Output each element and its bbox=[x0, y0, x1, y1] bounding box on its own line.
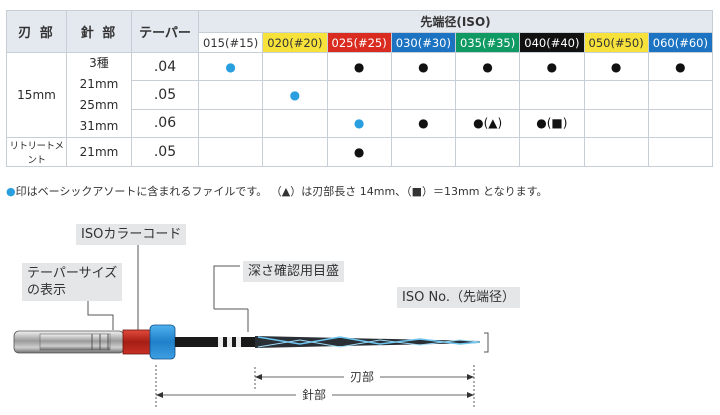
table-cell: ● bbox=[390, 108, 457, 139]
table-cell bbox=[197, 108, 264, 139]
needle-length-line: 21mm bbox=[79, 77, 119, 91]
blue-dot-icon: ● bbox=[6, 185, 16, 198]
table-cell bbox=[647, 108, 714, 139]
needle-length-line: 31mm bbox=[79, 119, 119, 133]
footnote: ●印はベーシックアソートに含まれるファイルです。 （▲）は刃部長さ 14mm、（… bbox=[6, 183, 548, 199]
callout-taper-size: テーパーサイズ の表示 bbox=[22, 263, 123, 301]
table-cell bbox=[390, 80, 457, 110]
black-dot-icon: ●(■) bbox=[536, 116, 568, 131]
black-dot-icon: ●(▲) bbox=[473, 116, 503, 131]
black-dot-icon: ● bbox=[418, 116, 429, 131]
iso-header-1: 020(#20) bbox=[262, 32, 328, 53]
callout-iso-color-code: ISOカラーコード bbox=[76, 224, 187, 245]
black-dot-icon: ● bbox=[482, 59, 493, 74]
leader-lines bbox=[87, 245, 489, 353]
table-cell bbox=[262, 108, 328, 139]
taper-cell: .04 bbox=[131, 51, 199, 82]
file-shaft bbox=[175, 336, 481, 348]
table-body: 15mm 3種 21mm 25mm 31mm .04 ● ● ● ● ● ● ● .05 ● .06 ● ● ●(▲… bbox=[6, 51, 714, 167]
table-cell: ● bbox=[519, 51, 585, 82]
needle-length-cell: 3種 21mm 25mm 31mm bbox=[66, 52, 132, 138]
table-cell: ● bbox=[326, 108, 392, 139]
header-taper: テーパー bbox=[131, 10, 199, 53]
taper-cell: .06 bbox=[131, 108, 199, 139]
header-needle: 針 部 bbox=[66, 10, 132, 53]
table-cell: ● bbox=[647, 51, 714, 82]
iso-header-5: 040(#40) bbox=[519, 32, 585, 53]
callout-iso-no: ISO No.（先端径） bbox=[397, 287, 521, 308]
table-cell: ● bbox=[583, 51, 649, 82]
file-handle bbox=[13, 324, 176, 360]
table-cell bbox=[583, 137, 649, 167]
taper-cell: .05 bbox=[131, 80, 199, 110]
iso-header-3: 030(#30) bbox=[390, 32, 457, 53]
black-dot-icon: ● bbox=[353, 145, 365, 159]
table-row: 15mm 3種 21mm 25mm 31mm .04 ● ● ● ● ● ● ● bbox=[6, 51, 714, 138]
black-dot-icon: ● bbox=[353, 59, 365, 74]
table-cell: ● bbox=[326, 51, 392, 82]
table-cell bbox=[583, 108, 649, 139]
table-cell: ● bbox=[390, 51, 457, 82]
table-cell bbox=[197, 80, 264, 110]
blue-dot-icon: ● bbox=[353, 116, 365, 131]
black-dot-icon: ● bbox=[546, 59, 558, 74]
iso-header-row: 015(#15)020(#20)025(#25)030(#30)035(#35)… bbox=[7, 32, 714, 53]
table-cell bbox=[390, 137, 457, 167]
blade-length-cell: 15mm bbox=[6, 52, 67, 138]
header-blade: 刃 部 bbox=[6, 10, 67, 53]
table-row: .05 ● bbox=[7, 80, 714, 110]
header-tip-diameter: 先端径(ISO) bbox=[198, 10, 713, 33]
table-cell: ● bbox=[454, 51, 521, 82]
iso-header-0: 015(#15) bbox=[197, 32, 264, 53]
label-needle: 針部 bbox=[302, 387, 326, 402]
iso-header-4: 035(#35) bbox=[454, 32, 521, 53]
table-cell bbox=[647, 80, 714, 110]
retreat-needle-cell: 21mm bbox=[66, 137, 132, 167]
retreat-blade-cell: リトリートメント bbox=[6, 137, 67, 167]
table-cell: ● bbox=[197, 51, 264, 82]
iso-header-2: 025(#25) bbox=[326, 32, 392, 53]
table-cell bbox=[262, 137, 328, 167]
table-cell bbox=[583, 80, 649, 110]
retreat-taper-cell: .05 bbox=[131, 137, 199, 167]
table-cell: ●(▲) bbox=[454, 108, 521, 139]
table-cell bbox=[647, 137, 714, 167]
table-cell bbox=[262, 51, 328, 82]
label-blade: 刃部 bbox=[350, 369, 374, 384]
black-dot-icon: ● bbox=[610, 59, 622, 74]
file-diagram: 刃部 針部 bbox=[13, 245, 489, 409]
footnote-text: 印はベーシックアソートに含まれるファイルです。 （▲）は刃部長さ 14mm、（■… bbox=[15, 185, 548, 198]
table-cell: ● bbox=[262, 80, 328, 110]
table-cell bbox=[519, 137, 585, 167]
blue-dot-icon: ● bbox=[289, 87, 301, 102]
iso-header-6: 050(#50) bbox=[583, 32, 649, 53]
table-cell: ●(■) bbox=[519, 108, 585, 139]
table-cell bbox=[454, 137, 521, 167]
black-dot-icon: ● bbox=[675, 59, 686, 74]
table-row: .06 ● ● ●(▲) ●(■) bbox=[7, 108, 714, 139]
iso-header-7: 060(#60) bbox=[647, 32, 714, 53]
table-cell: ● bbox=[326, 137, 392, 167]
callout-depth-gauge: 深さ確認用目盛 bbox=[243, 261, 345, 282]
black-dot-icon: ● bbox=[418, 59, 429, 74]
table-cell bbox=[197, 137, 264, 167]
table-cell bbox=[326, 80, 392, 110]
spec-table: 刃 部 針 部 テーパー 先端径(ISO) 015(#15)020(#20)02… bbox=[6, 10, 714, 167]
blue-dot-icon: ● bbox=[225, 59, 236, 74]
needle-length-line: 25mm bbox=[79, 98, 119, 112]
needle-length-line: 3種 bbox=[89, 56, 109, 70]
table-cell bbox=[454, 80, 521, 110]
table-cell bbox=[519, 80, 585, 110]
